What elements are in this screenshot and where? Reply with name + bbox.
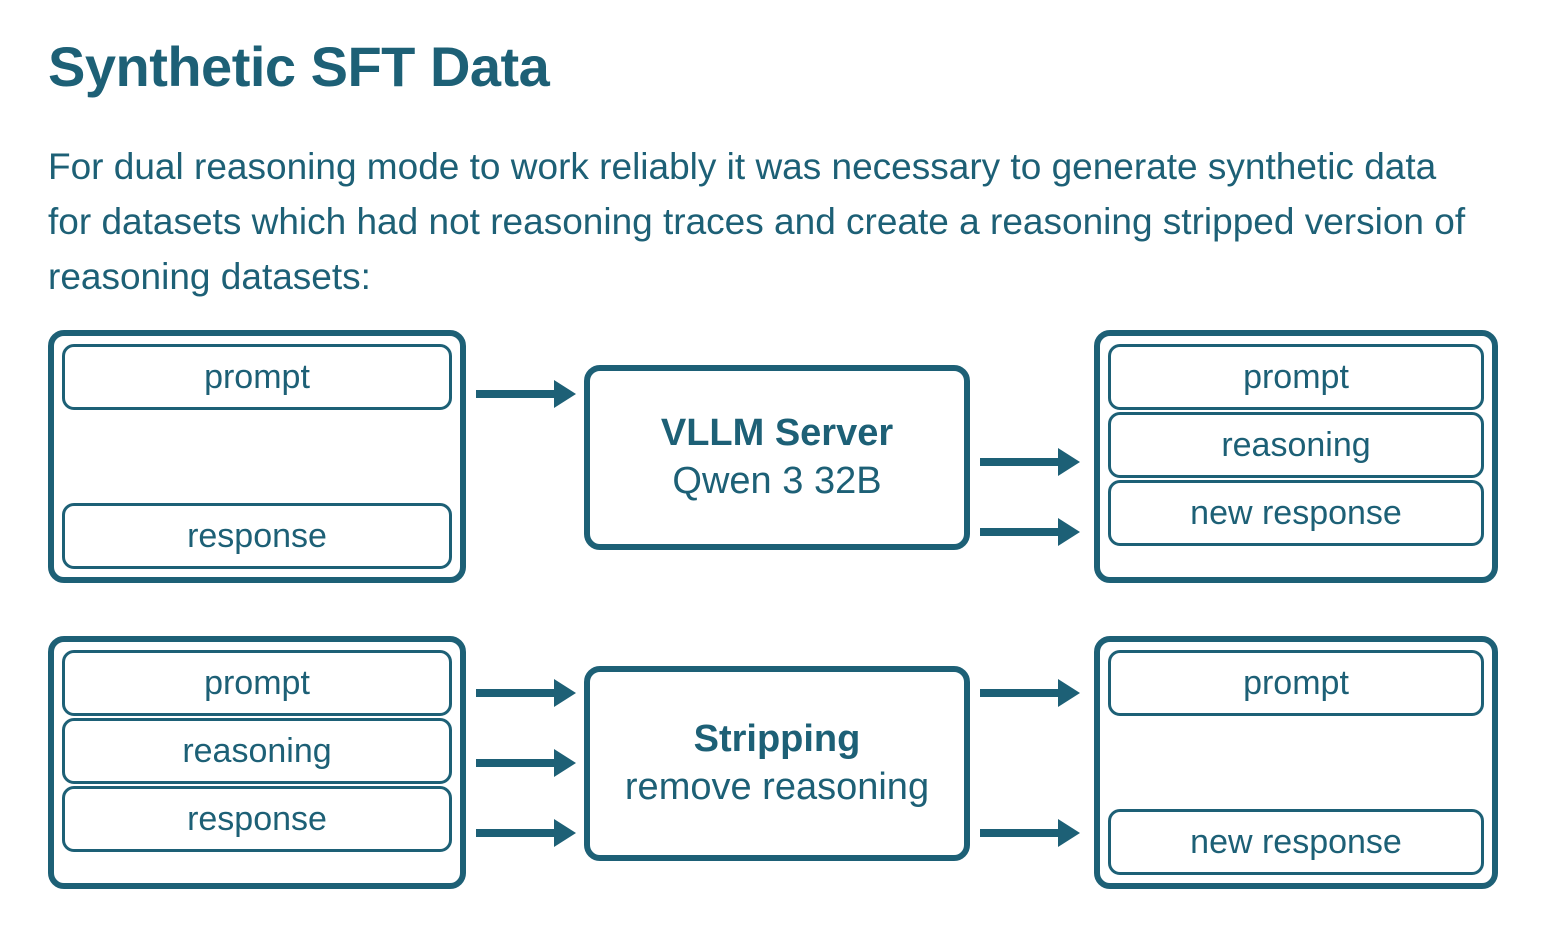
- arrow-input-to-process-2b: [476, 749, 576, 777]
- arrow-shaft: [476, 390, 555, 398]
- arrow-process-to-output-2b: [980, 819, 1080, 847]
- arrow-head: [1058, 448, 1080, 476]
- input-group-row2: prompt reasoning response: [48, 636, 466, 889]
- arrow-head: [554, 819, 576, 847]
- arrow-process-to-output-1a: [980, 448, 1080, 476]
- page-subtitle: For dual reasoning mode to work reliably…: [48, 146, 1466, 297]
- arrow-head: [1058, 518, 1080, 546]
- arrow-process-to-output-2a: [980, 679, 1080, 707]
- page-title: Synthetic SFT Data: [48, 35, 550, 98]
- process-title: VLLM Server: [660, 412, 894, 454]
- arrow-shaft: [980, 689, 1059, 697]
- arrow-head: [554, 749, 576, 777]
- field-new-response: new response: [1108, 480, 1484, 546]
- output-group-row2: prompt new response: [1094, 636, 1498, 889]
- group-spacer: [1108, 716, 1484, 809]
- arrow-head: [554, 679, 576, 707]
- group-spacer: [1108, 546, 1484, 569]
- arrow-input-to-process-2a: [476, 679, 576, 707]
- input-group-row1: prompt response: [48, 330, 466, 583]
- arrow-head: [1058, 819, 1080, 847]
- process-box-vllm-server: VLLM Server Qwen 3 32B: [584, 365, 970, 550]
- arrow-shaft: [980, 528, 1059, 536]
- field-reasoning: reasoning: [1108, 412, 1484, 478]
- field-response: response: [62, 786, 452, 852]
- process-subtitle: Qwen 3 32B: [672, 459, 882, 502]
- field-prompt: prompt: [62, 650, 452, 716]
- field-prompt: prompt: [62, 344, 452, 410]
- arrow-input-to-process-1: [476, 380, 576, 408]
- process-subtitle: remove reasoning: [624, 765, 930, 808]
- output-group-row1: prompt reasoning new response: [1094, 330, 1498, 583]
- arrow-shaft: [980, 829, 1059, 837]
- group-spacer: [62, 852, 452, 875]
- arrow-process-to-output-1b: [980, 518, 1080, 546]
- arrow-shaft: [476, 689, 555, 697]
- field-reasoning: reasoning: [62, 718, 452, 784]
- process-box-stripping: Stripping remove reasoning: [584, 666, 970, 861]
- group-spacer: [62, 410, 452, 503]
- process-title: Stripping: [693, 718, 861, 760]
- arrow-head: [1058, 679, 1080, 707]
- arrow-input-to-process-2c: [476, 819, 576, 847]
- arrow-shaft: [476, 759, 555, 767]
- pipeline-row-strip-reasoning: prompt reasoning response Stripping: [0, 636, 1562, 896]
- field-response: response: [62, 503, 452, 569]
- arrow-shaft: [476, 829, 555, 837]
- pipeline-row-generate-reasoning: prompt response VLLM Server Qwen 3 32B: [0, 330, 1562, 590]
- field-new-response: new response: [1108, 809, 1484, 875]
- arrow-shaft: [980, 458, 1059, 466]
- arrow-head: [554, 380, 576, 408]
- field-prompt: prompt: [1108, 650, 1484, 716]
- field-prompt: prompt: [1108, 344, 1484, 410]
